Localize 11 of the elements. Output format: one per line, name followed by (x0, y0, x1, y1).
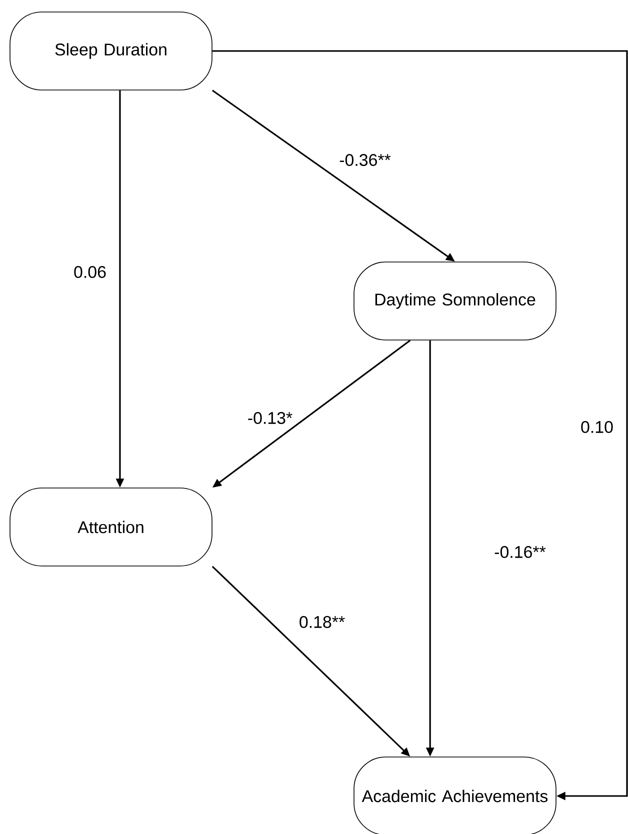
edge-label: -0.16** (494, 546, 546, 558)
edge-label: 0.10 (581, 421, 613, 433)
edge-label: -0.36** (340, 154, 391, 166)
edge-label: -0.13* (248, 412, 292, 424)
edge-label: 0.06 (74, 266, 106, 278)
rounded-box: Academic Achievements (354, 756, 556, 834)
rounded-box: Sleep Duration (10, 12, 212, 90)
edge-label: 0.18** (300, 616, 345, 628)
rounded-box: Daytime Somnolence (354, 262, 556, 340)
rounded-box: Attention (10, 488, 212, 566)
arrow (212, 50, 628, 800)
